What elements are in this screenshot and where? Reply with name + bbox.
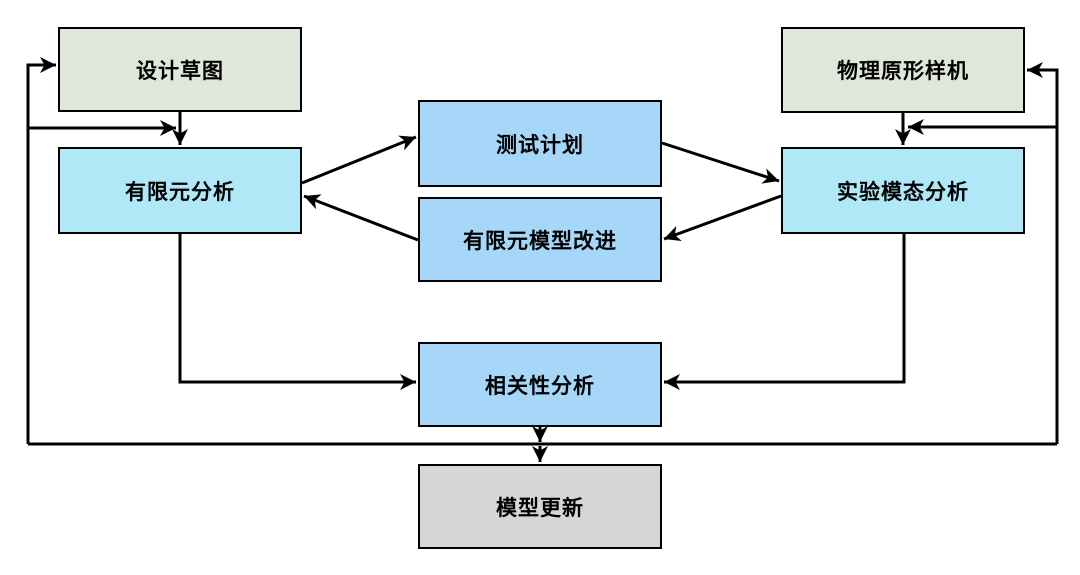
arrow-fe-model-improvement-to-fea <box>303 194 419 242</box>
node-design-sketch-label: 设计草图 <box>136 59 224 83</box>
node-physical-prototype-label: 物理原形样机 <box>837 60 969 83</box>
arrow-ema-to-fe-model-improvement <box>663 194 782 241</box>
node-experimental-modal-analysis: 实验模态分析 <box>781 147 1025 234</box>
arrow-fea-to-correlation <box>178 234 416 390</box>
node-design-sketch: 设计草图 <box>58 27 302 112</box>
node-physical-prototype: 物理原形样机 <box>781 27 1025 113</box>
node-model-update-label: 模型更新 <box>496 496 584 520</box>
node-finite-element-analysis-label: 有限元分析 <box>125 180 235 204</box>
arrow-test-plan-to-ema <box>661 141 780 184</box>
arrow-fea-to-test-plan <box>301 135 417 185</box>
node-finite-element-analysis: 有限元分析 <box>58 147 302 234</box>
node-test-plan-label: 测试计划 <box>496 133 584 157</box>
node-correlation-analysis-label: 相关性分析 <box>485 374 595 398</box>
node-fe-model-improvement-label: 有限元模型改进 <box>463 229 617 253</box>
node-test-plan: 测试计划 <box>418 100 662 187</box>
node-fe-model-improvement: 有限元模型改进 <box>418 197 662 282</box>
node-experimental-modal-analysis-label: 实验模态分析 <box>837 180 969 204</box>
arrow-feedback-to-physical-prototype <box>1027 62 1059 444</box>
node-correlation-analysis: 相关性分析 <box>418 342 662 427</box>
arrow-ema-to-correlation <box>664 234 906 390</box>
node-model-update: 模型更新 <box>418 464 662 549</box>
arrow-feedback-to-design-sketch <box>26 57 56 444</box>
